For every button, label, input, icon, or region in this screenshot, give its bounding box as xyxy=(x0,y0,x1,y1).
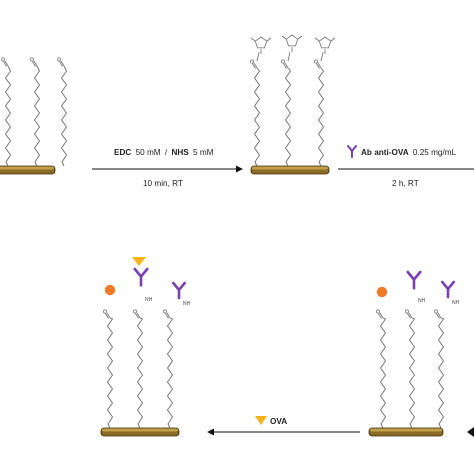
step3-reagent-label: OVA xyxy=(270,417,287,426)
panel-antibody-surface: NH NH xyxy=(368,270,460,437)
incoming-arrow-fragment xyxy=(467,427,474,437)
antibody-icon xyxy=(133,267,149,287)
nhs-ring xyxy=(318,36,332,49)
alkyl-chain xyxy=(60,65,68,167)
alkyl-chain xyxy=(166,317,174,429)
step2-reagent-label: Ab anti-OVA 0.25 mg/mL xyxy=(361,148,457,157)
ester-linker xyxy=(287,51,291,62)
carbonyl-group xyxy=(59,60,65,67)
alkyl-chain xyxy=(408,317,416,429)
nhs-ring xyxy=(285,34,299,47)
oxygen-atom xyxy=(434,309,438,314)
alkyl-chain xyxy=(317,67,325,167)
antibody-icon xyxy=(440,280,456,299)
carbonyl-group xyxy=(283,62,289,69)
alkyl-chain xyxy=(106,317,114,429)
carbonyl-group xyxy=(165,312,171,319)
alkyl-chain xyxy=(253,67,261,167)
antibody-icon xyxy=(171,281,187,300)
step3-arrow xyxy=(207,428,360,436)
panel-nhs-activated-surface xyxy=(250,34,336,175)
ova-antigen-icon xyxy=(132,257,146,266)
oxygen-atom xyxy=(57,57,61,62)
oxygen-atom xyxy=(103,309,107,314)
ester-linker xyxy=(256,51,260,62)
nhs-ring xyxy=(254,36,268,49)
carbonyl-group xyxy=(32,60,38,67)
nhs-carbonyls xyxy=(314,37,336,42)
panel-ova-bound-surface: NH NH xyxy=(100,257,191,437)
gold-substrate-highlight xyxy=(102,428,178,432)
nh-label: NH xyxy=(145,297,153,303)
oxygen-atom xyxy=(1,57,5,62)
nhs-carbonyls xyxy=(250,37,272,42)
blocking-molecule-icon xyxy=(104,284,116,296)
nhs-carbonyls xyxy=(281,35,303,40)
alkyl-chain xyxy=(33,65,41,167)
antibody-icon xyxy=(406,270,422,290)
nh-label: NH xyxy=(418,298,426,304)
carbonyl-group xyxy=(105,312,111,319)
alkyl-chain xyxy=(284,67,292,167)
ester-linker xyxy=(320,51,324,62)
carbonyl-group xyxy=(436,312,442,319)
carbonyl-group xyxy=(135,312,141,319)
step1-reagents-label: EDC 50 mM / NHS 5 mM xyxy=(114,148,214,157)
oxygen-atom xyxy=(281,59,285,64)
alkyl-chain xyxy=(136,317,144,429)
oxygen-atom xyxy=(250,59,254,64)
carbonyl-group xyxy=(252,62,258,69)
gold-substrate-highlight xyxy=(370,428,442,432)
blocking-molecule-icon xyxy=(376,286,388,298)
carbonyl-group xyxy=(3,60,9,67)
oxygen-atom xyxy=(376,309,380,314)
gold-substrate-highlight xyxy=(252,166,328,170)
nh-label: NH xyxy=(183,301,191,307)
oxygen-atom xyxy=(30,57,34,62)
carbonyl-group xyxy=(407,312,413,319)
antibody-icon xyxy=(347,145,357,158)
oxygen-atom xyxy=(314,59,318,64)
alkyl-chain xyxy=(437,317,445,429)
step1-arrow xyxy=(92,165,243,173)
carbonyl-group xyxy=(378,312,384,319)
oxygen-atom xyxy=(405,309,409,314)
nh-label: NH xyxy=(452,300,460,306)
alkyl-chain xyxy=(379,317,387,429)
gold-substrate-highlight xyxy=(0,166,54,170)
step2-conditions-label: 2 h, RT xyxy=(392,179,419,188)
panel-carboxyl-surface xyxy=(0,57,68,175)
oxygen-atom xyxy=(133,309,137,314)
alkyl-chain xyxy=(4,65,12,167)
carbonyl-group xyxy=(316,62,322,69)
ova-icon xyxy=(255,416,267,425)
step1-conditions-label: 10 min, RT xyxy=(143,179,183,188)
oxygen-atom xyxy=(163,309,167,314)
